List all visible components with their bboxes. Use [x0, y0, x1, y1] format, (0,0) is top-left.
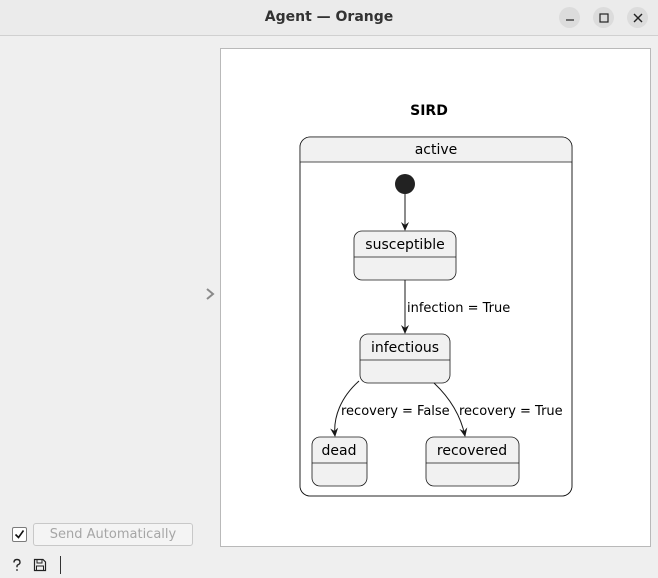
state-infectious-label: infectious [371, 340, 439, 356]
minimize-button[interactable] [559, 7, 580, 28]
transition-infection-label: infection = True [407, 301, 510, 316]
close-icon [633, 13, 642, 22]
state-dead-label: dead [322, 443, 357, 459]
checkmark-icon [14, 530, 25, 539]
state-recovered-label: recovered [437, 443, 507, 459]
composite-state-active: active [299, 136, 573, 497]
send-automatically-checkbox[interactable] [12, 527, 27, 542]
transition-to-recovered [433, 382, 468, 437]
minimize-icon [565, 18, 574, 21]
control-panel [0, 36, 220, 578]
maximize-button[interactable] [593, 7, 614, 28]
state-dead: dead [311, 436, 368, 487]
composite-state-label: active [415, 142, 458, 158]
status-divider [60, 556, 61, 574]
state-susceptible: susceptible [353, 230, 457, 281]
chevron-right-icon [206, 288, 215, 300]
state-infectious: infectious [359, 333, 451, 384]
diagram-title: SIRD [410, 103, 448, 119]
diagram-canvas: SIRD active susceptible infection = True… [220, 48, 651, 547]
window-title: Agent — Orange [264, 9, 394, 25]
window-titlebar: Agent — Orange [0, 0, 658, 36]
status-bar [0, 553, 658, 578]
transition-to-dead [330, 380, 360, 437]
collapse-panel-button[interactable] [203, 286, 217, 302]
state-diagram: SIRD active susceptible infection = True… [299, 103, 573, 497]
state-susceptible-label: susceptible [365, 237, 444, 253]
transition-to-recovered-label: recovery = True [459, 404, 563, 419]
maximize-icon [598, 12, 609, 23]
transition-to-dead-label: recovery = False [341, 404, 450, 419]
help-icon[interactable] [10, 558, 24, 572]
close-button[interactable] [627, 7, 648, 28]
save-icon[interactable] [33, 558, 47, 572]
initial-state-marker [395, 174, 415, 194]
state-recovered: recovered [425, 436, 520, 487]
send-automatically-button[interactable]: Send Automatically [33, 523, 193, 546]
